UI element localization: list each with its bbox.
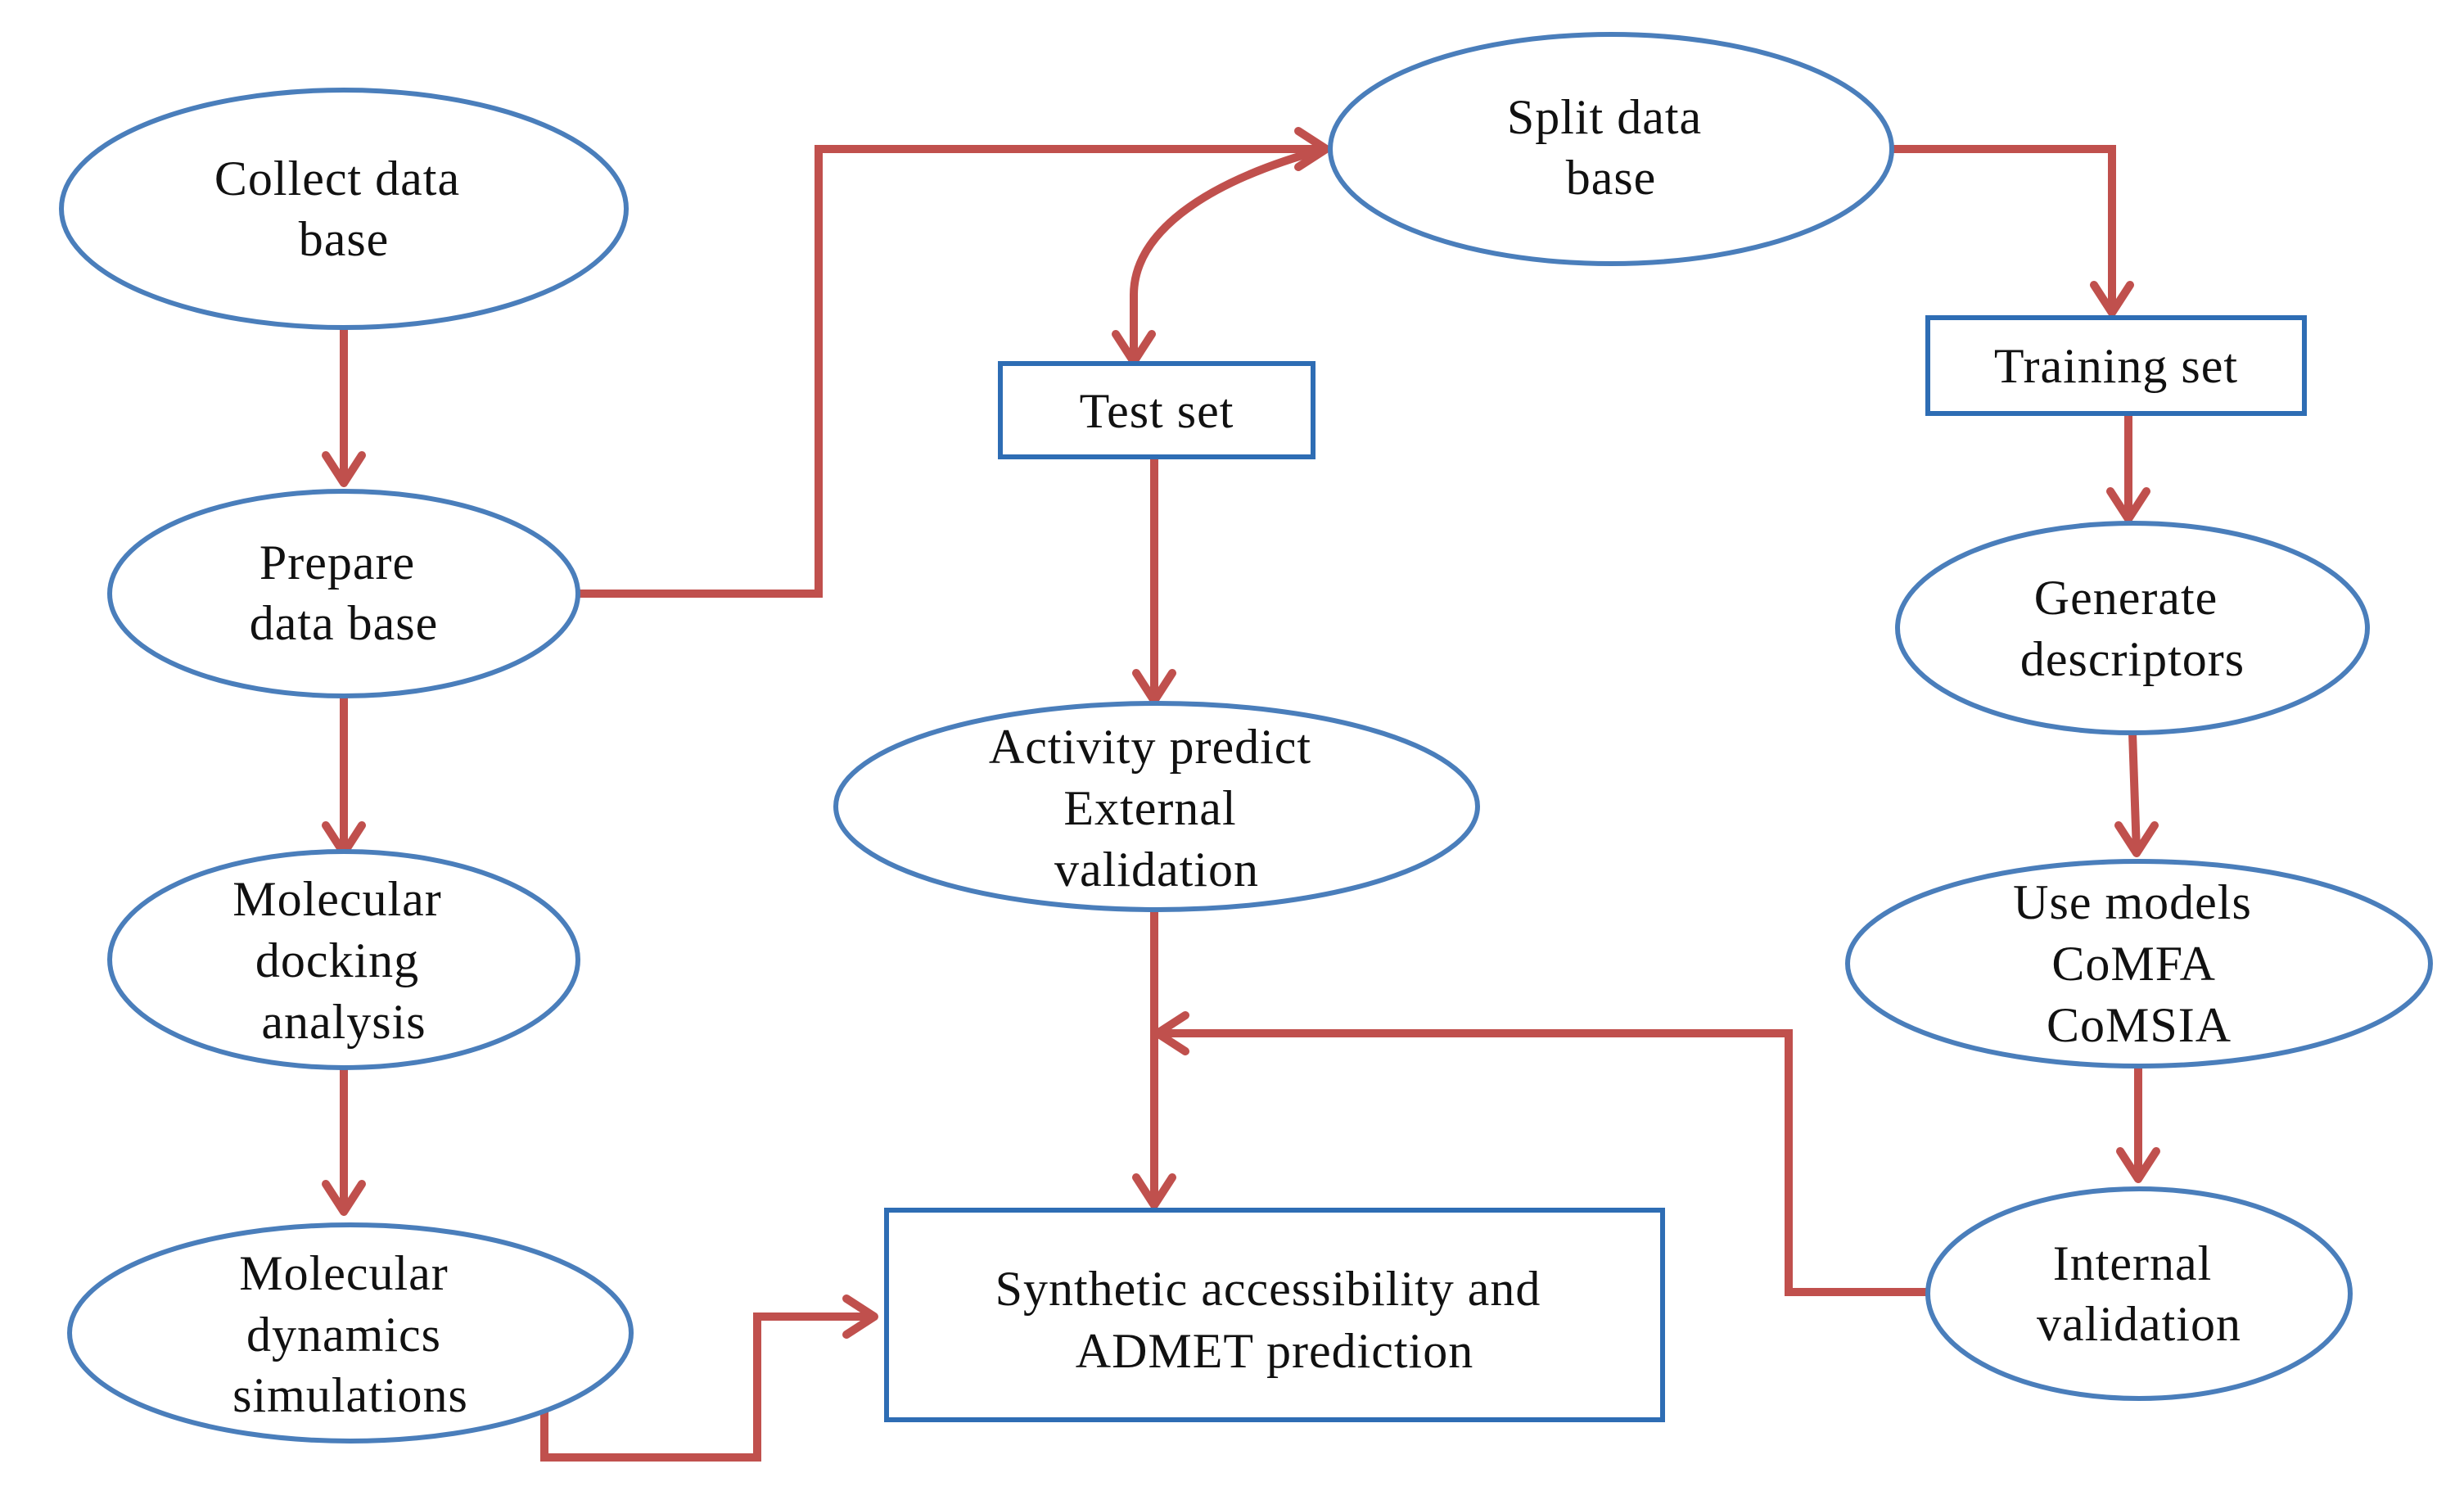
node-label-line: Molecular [239,1246,449,1300]
arrowhead-docking-to-dynamics [322,1180,366,1216]
node-label-line: Collect data [214,151,460,206]
node-label-line: Use models [2013,875,2252,929]
node-use-models: Use models CoMFA CoMSIA [1845,859,2433,1069]
svg-text:Collect data base: Collect data base [214,151,473,266]
arrow-dynamics-to-synthetic [540,1312,873,1462]
svg-text:Internal validation: Internal validation [2037,1236,2241,1351]
svg-text:Test set: Test set [1080,384,1234,438]
svg-text:Molecular dynamics: Molecular dynamics simulations [232,1246,468,1422]
node-activity-predict: Activity predict External validation [833,701,1480,912]
connectors [322,127,2160,1462]
node-label-line: Test set [1080,384,1234,438]
arrowhead-training-to-descriptors [2106,487,2150,523]
node-label-line: Training set [1994,339,2238,393]
node-split-data-base: Split data base [1328,32,1894,266]
arrow-prepare-to-split [578,145,1325,598]
node-collect-data-base: Collect data base [59,88,629,330]
node-label-line: Internal [2053,1236,2213,1290]
svg-text:Activity predict Externa: Activity predict External validation [989,720,1325,897]
node-label-line: validation [1054,843,1259,897]
node-synthetic-accessibility: Synthetic accessibility and ADMET predic… [884,1208,1665,1422]
arrow-split-to-training-set [1891,145,2116,311]
node-training-set: Training set [1925,315,2307,416]
arrowhead-internal-to-main-line [1153,1011,1189,1055]
svg-text:Synthetic accessibility and: Synthetic accessibility and ADMET predic… [995,1262,1555,1378]
arrowhead-activity-to-synthetic [1132,1173,1176,1209]
arrow-internal-to-main-line [1159,1029,1928,1296]
svg-text:Split data base: Split data base [1507,90,1715,205]
node-label-line: simulations [232,1368,468,1422]
arrowhead-split-to-training-set [2090,281,2134,317]
node-label-line: Prepare [259,535,415,590]
node-test-set: Test set [998,361,1315,459]
arrow-descriptors-to-models [2128,732,2141,852]
node-label-line: CoMSIA [2047,998,2232,1052]
node-label-line: base [1566,151,1657,205]
node-label-line: Activity predict [989,720,1311,774]
arrowhead-prepare-to-split [1294,127,1330,171]
arrowhead-dynamics-to-synthetic [842,1294,878,1339]
node-internal-validation: Internal validation [1925,1186,2353,1401]
node-label-line: Synthetic accessibility and [995,1262,1541,1316]
node-label-line: ADMET prediction [1076,1324,1473,1378]
svg-text:Training set: Training set [1994,339,2238,393]
arrowhead-test-set-to-activity [1132,669,1176,705]
arrowhead-descriptors-to-models [2114,821,2159,857]
node-label-line: CoMFA [2051,937,2214,991]
svg-text:Generate descriptors: Generate descriptors [2020,571,2245,686]
node-generate-descriptors: Generate descriptors [1895,521,2370,735]
node-label-line: Generate [2034,571,2218,625]
arrow-split-to-test-set [1130,145,1326,360]
node-label-line: analysis [261,995,426,1049]
node-label-line: base [299,212,390,266]
arrowhead-models-to-internal [2116,1147,2160,1183]
node-label-line: docking [255,933,419,987]
svg-text:Use models CoMFA C: Use models CoMFA CoMSIA [2013,875,2265,1052]
svg-text:Molecular docking: Molecular docking analysis [232,872,455,1049]
node-label-line: Molecular [232,872,442,926]
node-label-line: descriptors [2020,632,2245,686]
arrowhead-collect-to-prepare [322,451,366,487]
svg-text:Prepare data base: Prepare data base [250,535,439,650]
node-molecular-docking-analysis: Molecular docking analysis [107,849,580,1070]
node-label-line: Split data [1507,90,1702,144]
node-prepare-data-base: Prepare data base [107,489,580,698]
node-label-line: data base [250,596,439,650]
node-label-line: dynamics [246,1308,441,1362]
node-molecular-dynamics-simulations: Molecular dynamics simulations [67,1222,634,1444]
node-label-line: validation [2037,1297,2241,1351]
node-label-line: External [1063,781,1236,835]
